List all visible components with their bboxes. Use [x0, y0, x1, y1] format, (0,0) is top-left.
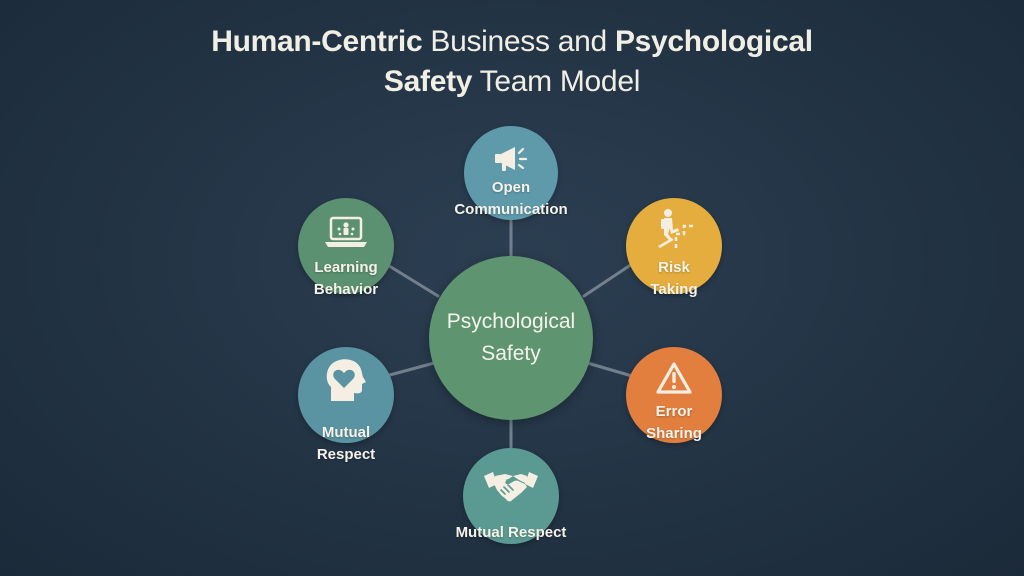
connector-learning-behavior	[384, 262, 440, 298]
center-node-psychological-safety[interactable]: Psychological Safety	[429, 256, 593, 420]
climbing-stairs-icon	[658, 209, 694, 248]
title-bold-human-centric: Human-Centric	[211, 25, 423, 58]
label-mutual-respect-left: Mutual Respect	[256, 422, 436, 466]
warning-icon	[656, 362, 692, 394]
title-light-team-model: Team Model	[472, 65, 641, 98]
laptop-icon	[325, 216, 367, 247]
label-line-2: Sharing	[646, 425, 702, 442]
diagram-title: Human-Centric Business and Psychological…	[0, 22, 1024, 102]
label-line-1: Error	[655, 403, 693, 420]
label-line-1: Learning	[314, 259, 378, 276]
title-bold-safety: Safety	[383, 65, 473, 98]
title-bold-psychological: Psychological	[614, 25, 813, 58]
label-line-2: Taking	[650, 281, 698, 298]
title-light-business: Business and	[422, 25, 615, 58]
label-line-2: Respect	[316, 446, 376, 463]
label-risk-taking: Risk Taking	[584, 257, 764, 301]
node-mutual-respect-bottom[interactable]	[463, 448, 559, 544]
label-learning-behavior: Learning Behavior	[256, 257, 436, 301]
title-line-2: Safety Team Model	[0, 62, 1024, 102]
node-open-communication[interactable]	[464, 126, 558, 220]
connector-risk-taking	[582, 262, 634, 298]
node-learning-behavior[interactable]	[298, 198, 394, 294]
connector-error-sharing	[582, 360, 634, 378]
node-error-sharing[interactable]	[626, 347, 722, 443]
head-heart-icon	[326, 359, 366, 401]
label-line-2: Behavior	[313, 281, 379, 298]
megaphone-icon	[495, 147, 528, 171]
label-error-sharing: Error Sharing	[584, 401, 764, 445]
connector-mutual-respect-left	[384, 360, 440, 378]
node-mutual-respect-left[interactable]	[298, 347, 394, 443]
label-mutual-respect-bottom: Mutual Respect	[421, 522, 601, 544]
center-label-line-2: Safety	[481, 342, 541, 365]
label-open-communication: Open Communication	[421, 177, 601, 221]
label-line-1: Mutual Respect	[455, 524, 567, 541]
center-label: Psychological Safety	[447, 306, 575, 370]
label-line-1: Mutual	[321, 424, 371, 441]
node-risk-taking[interactable]	[626, 198, 722, 294]
handshake-icon	[484, 472, 538, 502]
label-line-1: Open	[491, 179, 531, 196]
center-label-line-1: Psychological	[446, 310, 576, 333]
label-line-2: Communication	[454, 201, 568, 218]
label-line-1: Risk	[658, 259, 690, 276]
title-line-1: Human-Centric Business and Psychological	[0, 22, 1024, 62]
